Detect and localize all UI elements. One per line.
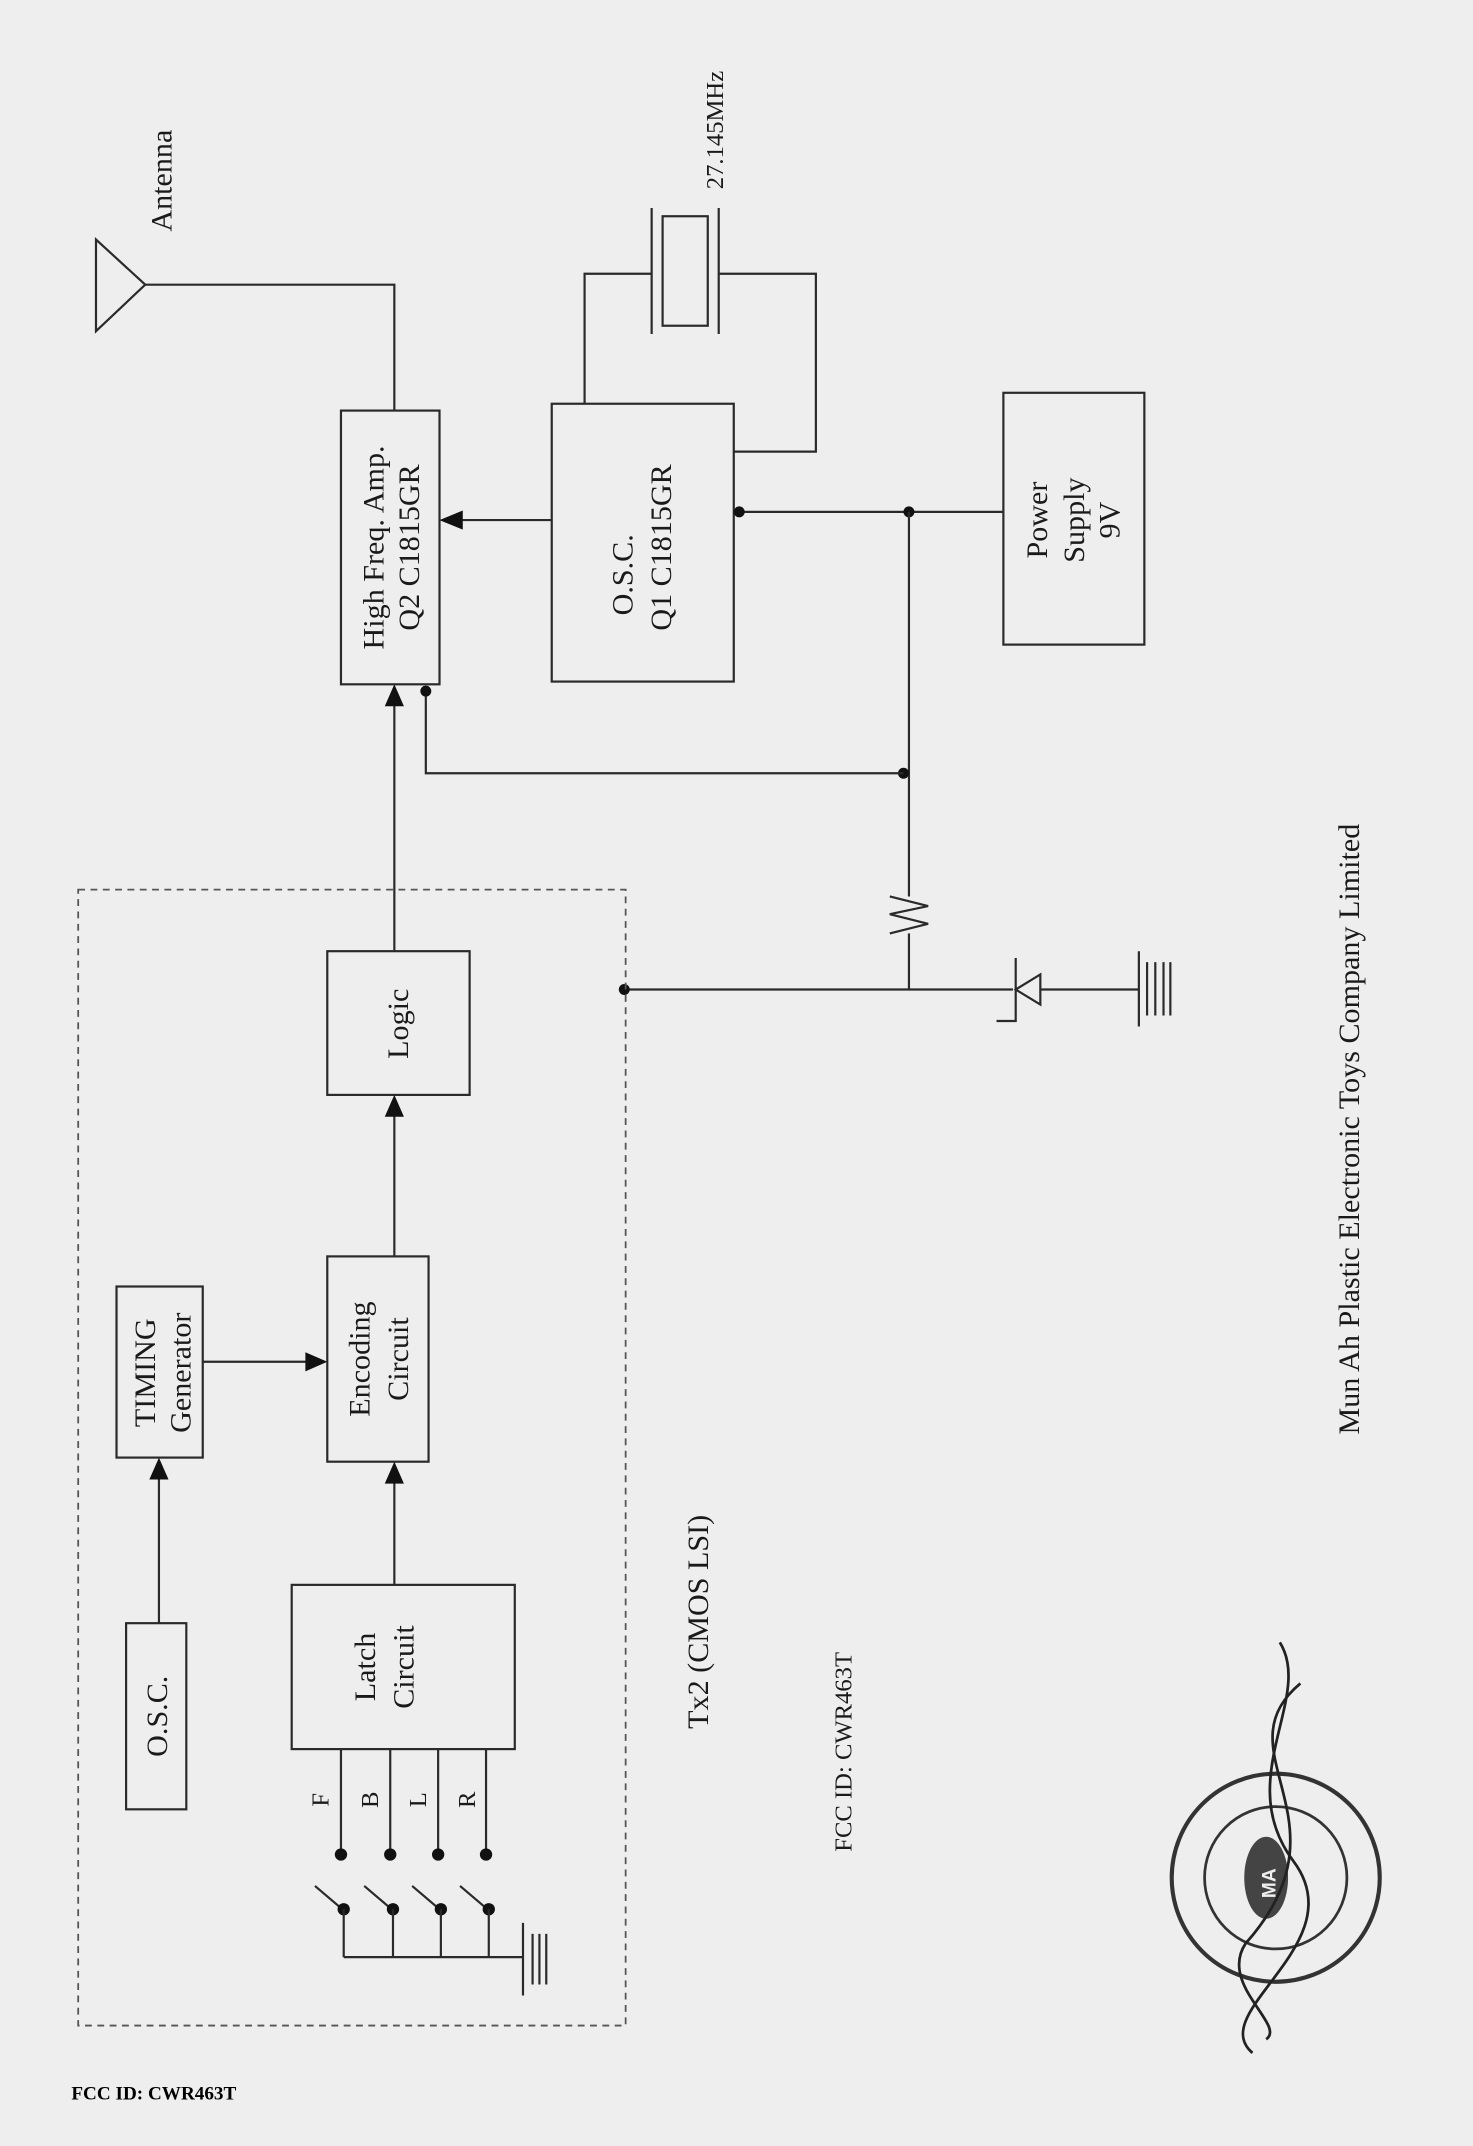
logic-block xyxy=(326,950,471,1096)
latch-label-1: Latch xyxy=(348,1633,382,1702)
crystal-frequency: 27.145MHz xyxy=(702,71,729,189)
latch-label-2: Circuit xyxy=(387,1625,421,1709)
ground-icon xyxy=(1137,951,1172,1027)
switch-label-f: F xyxy=(308,1793,335,1807)
hf-amp-label-1: High Freq. Amp. xyxy=(356,445,390,649)
footer-fcc-id: FCC ID: CWR463T xyxy=(71,2083,236,2104)
encoding-label-1: Encoding xyxy=(343,1301,377,1416)
osc-label: O.S.C. xyxy=(140,1676,174,1757)
encoding-block xyxy=(326,1255,430,1463)
resistor-icon xyxy=(889,895,929,935)
power-label-2: Supply xyxy=(1057,477,1091,562)
timing-label-1: TIMING xyxy=(128,1318,162,1427)
antenna-icon xyxy=(94,237,396,411)
antenna-label: Antenna xyxy=(144,130,178,232)
company-name: Mun Ah Plastic Electronic Toys Company L… xyxy=(1332,824,1366,1435)
company-seal: MA xyxy=(1169,1641,1382,2054)
lsi-boundary xyxy=(77,888,627,2027)
power-label-3: 9V xyxy=(1093,501,1127,538)
osc-q1-label-2: Q1 C1815GR xyxy=(644,463,678,630)
fcc-id-rotated: FCC ID: CWR463T xyxy=(830,1652,857,1852)
hf-amp-label-2: Q2 C1815GR xyxy=(392,463,426,630)
logic-label: Logic xyxy=(381,989,415,1059)
osc-q1-label-1: O.S.C. xyxy=(605,534,639,615)
arrow-icon xyxy=(439,510,463,530)
power-supply-block xyxy=(1002,391,1146,646)
timing-label-2: Generator xyxy=(163,1313,197,1433)
ground-icon xyxy=(521,1922,548,1996)
power-label-1: Power xyxy=(1020,482,1054,559)
crystal-icon xyxy=(583,208,817,453)
timing-generator-block xyxy=(115,1285,204,1459)
diode-icon xyxy=(996,958,1139,1023)
switch-label-r: R xyxy=(454,1791,481,1808)
hf-amp-block xyxy=(339,409,441,686)
chip-caption: Tx2 (CMOS LSI) xyxy=(681,1515,715,1729)
svg-text:MA: MA xyxy=(1260,1868,1281,1898)
switch-label-b: B xyxy=(357,1792,384,1808)
osc-block xyxy=(124,1622,188,1811)
encoding-label-2: Circuit xyxy=(381,1317,415,1401)
latch-block xyxy=(290,1583,516,1751)
switch-array xyxy=(314,1749,523,1959)
switch-label-l: L xyxy=(405,1792,432,1807)
osc-q1-block xyxy=(550,402,735,683)
